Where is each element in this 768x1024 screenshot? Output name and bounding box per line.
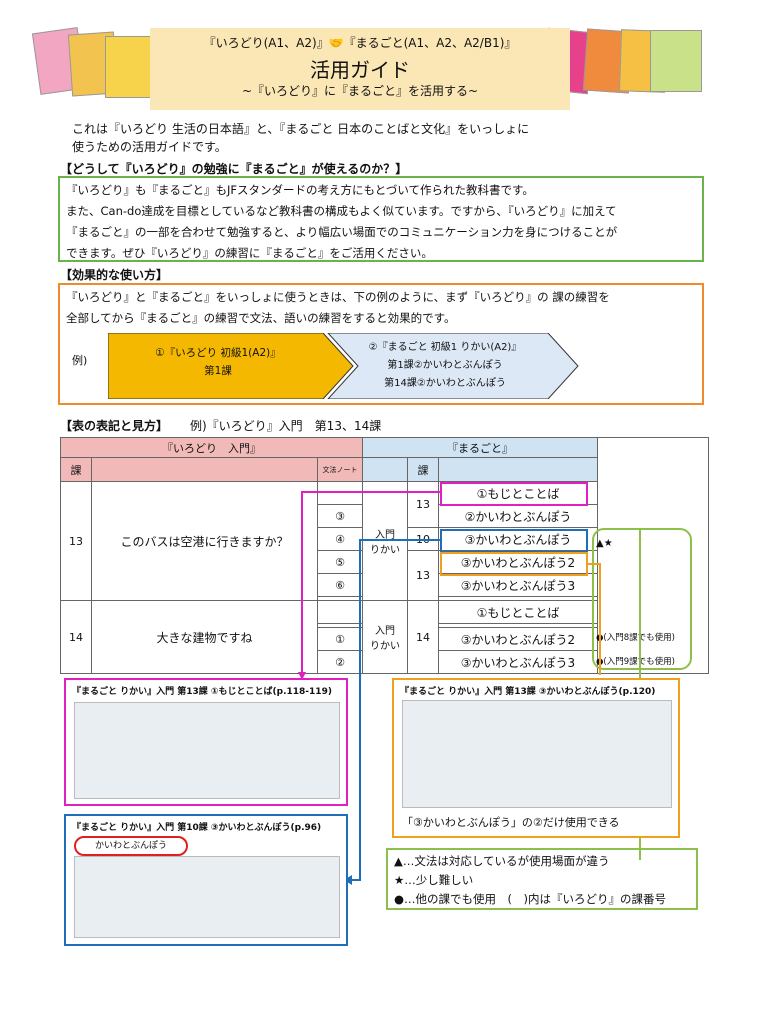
blue-caption: 『まるごと りかい』入門 第10課 ③かいわとぶんぽう(p.96)	[72, 823, 322, 833]
step1-line: 第1課	[204, 365, 232, 377]
row14-title: 大きな建物ですね	[91, 600, 318, 674]
title-banner	[150, 28, 570, 110]
step1-text: ①『いろどり 初級1(A2)』 第1課	[108, 344, 328, 380]
step1-arrow	[108, 333, 354, 399]
intro-text: これは『いろどり 生活の日本語』と、『まるごと 日本のことばと文化』をいっしょに…	[72, 120, 632, 156]
row13-lesson: 13	[60, 481, 92, 601]
section1-line: 『まるごと』の一部を合わせて勉強すると、より幅広い場面でのコミュニケーション力を…	[66, 225, 618, 239]
pink-caption: 『まるごと りかい』入門 第13課 ①もじとことば(p.118-119)	[72, 687, 332, 697]
col-bunpo: 文法ノート	[317, 457, 363, 482]
blue-screenshot: 『まるごと りかい』入門 第10課 ③かいわとぶんぽう(p.96) かいわとぶん…	[64, 814, 348, 946]
flow-arrows	[108, 333, 579, 399]
section1-line: できます。ぜひ『いろどり』の練習に『まるごと』をご活用ください。	[66, 246, 433, 260]
step2-line: 第14課②かいわとぶんぽう	[384, 378, 506, 389]
row14-level: 入門 りかい	[362, 600, 408, 674]
section2-line: 全部してから『まるごと』の練習で文法、語いの練習をすると効果的です。	[66, 311, 456, 325]
row14-mark-2: ●(入門9課でも使用)	[596, 657, 675, 667]
page-subtitle: ~『いろどり』に『まるごと』を活用する~	[241, 84, 479, 98]
col-level	[362, 457, 408, 482]
marugoto-cover-4-image	[650, 30, 702, 92]
irodori-cover-3-image	[105, 36, 151, 98]
orange-note: 「③かいわとぶんぽう」の②だけ使用できる	[402, 816, 620, 829]
legend-line: ▲…文法は対応しているが使用場面が違う	[394, 854, 610, 868]
page-title: 活用ガイド	[310, 58, 410, 82]
legend-line: ★…少し難しい	[394, 873, 474, 887]
legend-box: ▲…文法は対応しているが使用場面が違う ★…少し難しい ●…他の課でも使用 ( …	[386, 848, 698, 910]
mapping-table: 『いろどり 入門』 『まるごと』 課 文法ノート 課 13 このバスは空港に行き…	[60, 437, 709, 674]
step2-text: ②『まるごと 初級1 りかい(A2)』 第1課②かいわとぶんぽう 第14課②かい…	[345, 339, 545, 393]
section1-line: また、Can-do達成を目標としているなど教科書の構成もよく似ています。ですから…	[66, 204, 617, 218]
col-blank	[91, 457, 318, 482]
row13-note-1: ③	[317, 504, 363, 528]
intro-line-2: 使うための活用ガイドです。	[72, 140, 227, 154]
orange-thumbnail	[402, 700, 672, 808]
highlight-orange	[440, 552, 588, 576]
example-label: 例)	[72, 354, 88, 367]
section1-heading: 【どうして『いろどり』の勉強に『まるごと』が使えるのか？】	[60, 162, 408, 176]
blue-thumbnail	[74, 856, 340, 938]
pink-screenshot: 『まるごと りかい』入門 第13課 ①もじとことば(p.118-119)	[64, 678, 348, 806]
section2-heading: 【効果的な使い方】	[60, 268, 169, 282]
blue-chip: かいわとぶんぽう	[74, 836, 188, 856]
col-ka2: 課	[407, 457, 439, 482]
row14-note-2: ②	[317, 650, 363, 674]
irodori-header: 『いろどり 入門』	[60, 437, 363, 458]
section1-box: 『いろどり』も『まるごと』もJFスタンダードの考え方にもとづいて作られた教科書で…	[58, 176, 704, 262]
section2-line: 『いろどり』と『まるごと』をいっしょに使うときは、下の例のように、まず『いろどり…	[66, 290, 610, 304]
step2-arrow	[327, 333, 579, 399]
intro-line-1: これは『いろどり 生活の日本語』と、『まるごと 日本のことばと文化』をいっしょに	[72, 122, 530, 136]
section1-line: 『いろどり』も『まるごと』もJFスタンダードの考え方にもとづいて作られた教科書で…	[66, 183, 534, 197]
orange-screenshot: 『まるごと りかい』入門 第13課 ③かいわとぶんぽう(p.120) 「③かいわ…	[392, 678, 680, 838]
highlight-pink	[440, 482, 588, 506]
step1-line: ①『いろどり 初級1(A2)』	[155, 347, 281, 359]
row14-mark-1: ●(入門8課でも使用)	[596, 633, 675, 643]
section3-example: 例)『いろどり』入門 第13、14課	[190, 419, 382, 433]
step2-line: 第1課②かいわとぶんぽう	[387, 360, 503, 371]
header-line: 『いろどり(A1、A2)』🤝『まるごと(A1、A2、A2/B1)』	[203, 36, 517, 50]
legend-line: ●…他の課でも使用 ( )内は『いろどり』の課番号	[394, 892, 667, 906]
row13-m-lesson-3: 13	[407, 550, 439, 601]
highlight-green	[592, 528, 692, 670]
row14-item-3: ③かいわとぶんぽう3	[438, 650, 598, 674]
row14-item-1: ①もじとことば	[438, 600, 598, 624]
col-item	[438, 457, 598, 482]
step2-line: ②『まるごと 初級1 りかい(A2)』	[368, 342, 522, 353]
row14-note-1: ①	[317, 627, 363, 651]
section3-heading: 【表の表記と見方】	[60, 419, 169, 433]
col-ka: 課	[60, 457, 92, 482]
section2-box: 『いろどり』と『まるごと』をいっしょに使うときは、下の例のように、まず『いろどり…	[58, 283, 704, 405]
pink-thumbnail	[74, 702, 340, 799]
row13-mark: ▲★	[596, 538, 613, 549]
orange-caption: 『まるごと りかい』入門 第13課 ③かいわとぶんぽう(p.120)	[400, 687, 656, 697]
